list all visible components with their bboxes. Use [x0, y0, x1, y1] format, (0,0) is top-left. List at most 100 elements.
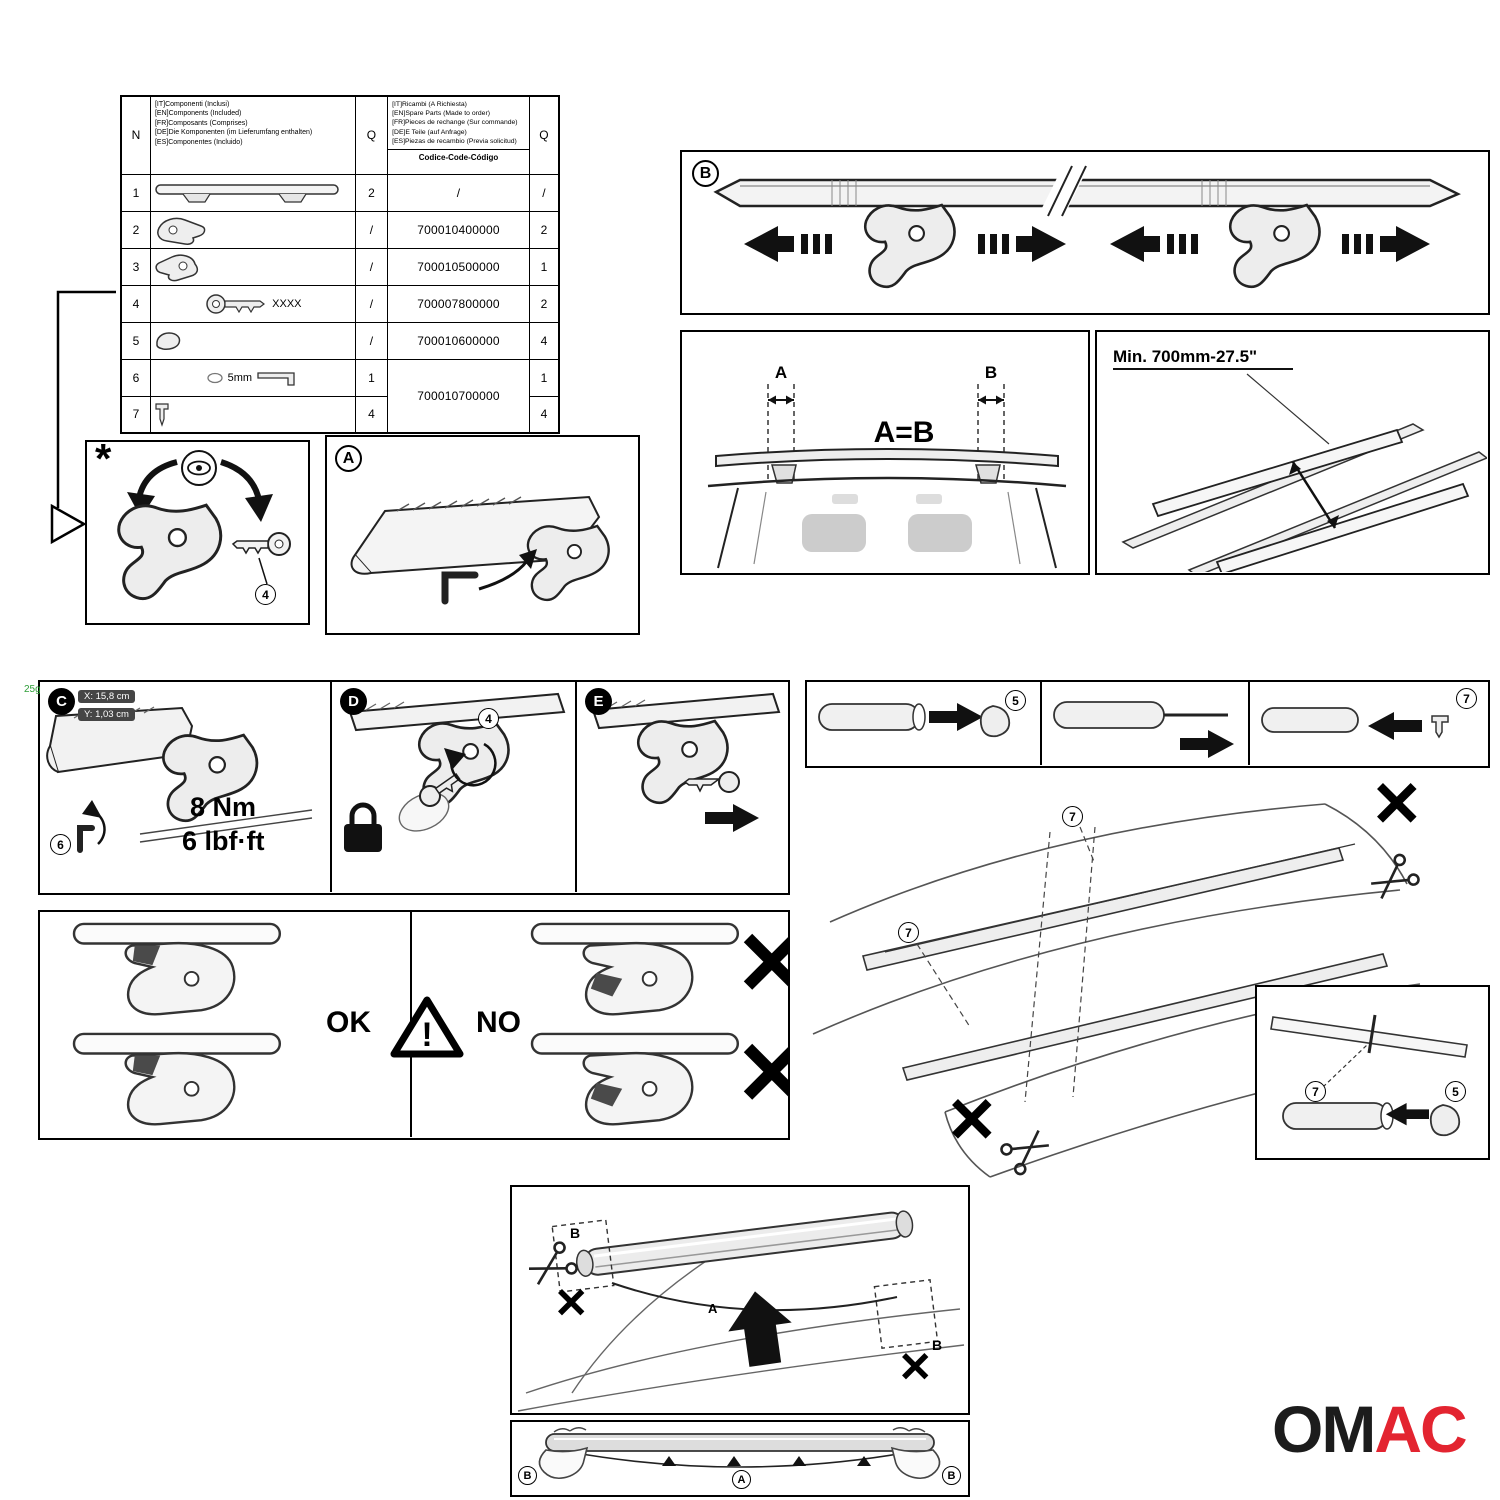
bolt-icon: [1431, 715, 1449, 739]
clamp-no-illustration: [412, 912, 789, 1137]
endcap-step-illustration: [818, 703, 1011, 738]
x-mark-icon: [560, 1291, 582, 1313]
allen-size-label: 5mm: [227, 371, 253, 384]
eye-icon: [181, 450, 217, 486]
panel-c: C X: 15,8 cm Y: 1,03 cm 6 8 Nm 6 lbf·ft: [40, 682, 332, 892]
included-header: [IT]Componenti (Inclusi) [EN]Components …: [149, 95, 356, 175]
x-mark-icon: [748, 1048, 789, 1096]
scissors-icon: [998, 1122, 1055, 1178]
ref-a-circle: A: [732, 1470, 751, 1489]
scissors-icon: [1365, 851, 1422, 907]
key-icon: [683, 771, 740, 793]
torque-nm-label: 8 Nm: [190, 792, 257, 822]
hand-icon: [890, 1427, 941, 1480]
panel-a: A: [325, 435, 640, 635]
crossbar-hexkey-illustration: [350, 495, 610, 605]
panel-rod-step: [1042, 682, 1250, 765]
x-mark-icon: [955, 1102, 989, 1136]
min-distance-illustration: Min. 700mm-27.5": [1113, 347, 1487, 572]
dim-a-label: A: [775, 363, 787, 382]
panel-endcap-step: 5: [807, 682, 1042, 765]
dim-b-label: B: [985, 363, 997, 382]
ref-b-label: B: [570, 1225, 581, 1241]
col-n-header: N: [120, 95, 151, 175]
a-equals-b-label: A=B: [874, 416, 935, 449]
panel-spare-steps: 5 7: [805, 680, 1490, 768]
panel-a-equals-b: A B A=B: [680, 330, 1090, 575]
col-q-included-header: Q: [354, 95, 389, 175]
min-distance-label: Min. 700mm-27.5": [1113, 347, 1257, 366]
ref-a-label: A: [708, 1301, 718, 1316]
panel-min-distance: Min. 700mm-27.5": [1095, 330, 1490, 575]
foot-spacing-illustration: A B A=B: [707, 363, 1067, 569]
lift-bar-illustration: [517, 1210, 965, 1412]
torque-illustration: [46, 706, 313, 853]
arrow-left-icon: [744, 226, 832, 262]
part-ref-4: 4: [255, 584, 276, 605]
table-row: 5 / 700010600000 4: [120, 321, 560, 360]
part-ref-7: 7: [898, 922, 919, 943]
spare-header: [IT]Ricambi (A Richiesta) [EN]Spare Part…: [387, 95, 530, 175]
code-header: Codice-Code-Código: [388, 148, 529, 165]
panel-d: D 4: [332, 682, 577, 892]
x-dimension-badge: X: 15,8 cm: [78, 690, 136, 703]
parts-table: N [IT]Componenti (Inclusi) [EN]Component…: [120, 95, 560, 434]
arrow-right-icon: [1180, 730, 1234, 758]
no-side: [412, 912, 789, 1137]
padlock-icon: [344, 802, 382, 852]
connector-arrow: [50, 290, 116, 545]
key-icon: [419, 772, 461, 807]
brand-logo-red: AC: [1374, 1392, 1467, 1466]
up-arrow-icon: [662, 1456, 871, 1466]
panel-lift-bar: B B A: [510, 1185, 970, 1415]
panel-pin-step: 7: [1250, 682, 1492, 765]
allen-key-icon: [257, 371, 295, 386]
table-row: 2 / 700010400000 2: [120, 210, 560, 249]
key-code-label: XXXX: [272, 297, 302, 310]
part-ref-4: 4: [478, 708, 499, 729]
clamp-upper-icon: [157, 217, 206, 245]
col-q-spare-header: Q: [528, 95, 560, 175]
watermark: 25g: [24, 684, 41, 695]
star-label: *: [95, 435, 112, 482]
table-row: 6 5mm 1 700010700000 1: [120, 358, 560, 434]
crossbar-icon: [155, 183, 339, 203]
panel-key-note: * 4: [85, 435, 310, 625]
rod-step-illustration: [1053, 701, 1234, 758]
lock-key-illustration: [344, 692, 566, 852]
table-row: 3 / 700010500000 1: [120, 247, 560, 286]
panel-ok-no: OK ! NO: [38, 910, 790, 1140]
ref-b-label: B: [932, 1337, 943, 1353]
panel-d-label: D: [340, 688, 367, 715]
table-row: 1 2 / /: [120, 173, 560, 212]
panel-b-label: B: [692, 160, 719, 187]
part-ref-7: 7: [1062, 806, 1083, 827]
arrow-left-icon: [1110, 226, 1198, 262]
arrow-right-icon: [978, 226, 1066, 262]
up-arrow-icon: [728, 1291, 792, 1367]
part-ref-5: 5: [1005, 690, 1026, 711]
warning-exclamation: !: [421, 1016, 432, 1054]
key-remove-illustration: [591, 692, 781, 832]
arrow-left-icon: [1368, 712, 1422, 740]
hands-install-illustration: [538, 1427, 941, 1480]
part-ref-5: 5: [1445, 1081, 1466, 1102]
torque-lbf-label: 6 lbf·ft: [182, 826, 265, 856]
bolt-icon: [155, 403, 169, 427]
ref-b-circle: B: [518, 1466, 537, 1485]
arrow-right-icon: [1342, 226, 1430, 262]
x-mark-icon: [1380, 786, 1414, 820]
allen-key-icon: [441, 571, 479, 605]
bar-slide-illustration: [713, 165, 1461, 289]
panel-pin-cap-detail: 7 5: [1255, 985, 1490, 1160]
panel-a-label: A: [335, 445, 362, 472]
table-header-row: N [IT]Componenti (Inclusi) [EN]Component…: [120, 95, 560, 175]
part-ref-7: 7: [1456, 688, 1477, 709]
panel-cde-row: C X: 15,8 cm Y: 1,03 cm 6 8 Nm 6 lbf·ft: [38, 680, 790, 895]
brand-logo-black: OM: [1272, 1392, 1376, 1466]
panel-b: B: [680, 150, 1490, 315]
scissors-icon: [523, 1239, 580, 1293]
panel-e: E: [577, 682, 788, 892]
table-row: 7 4 4: [120, 395, 560, 434]
